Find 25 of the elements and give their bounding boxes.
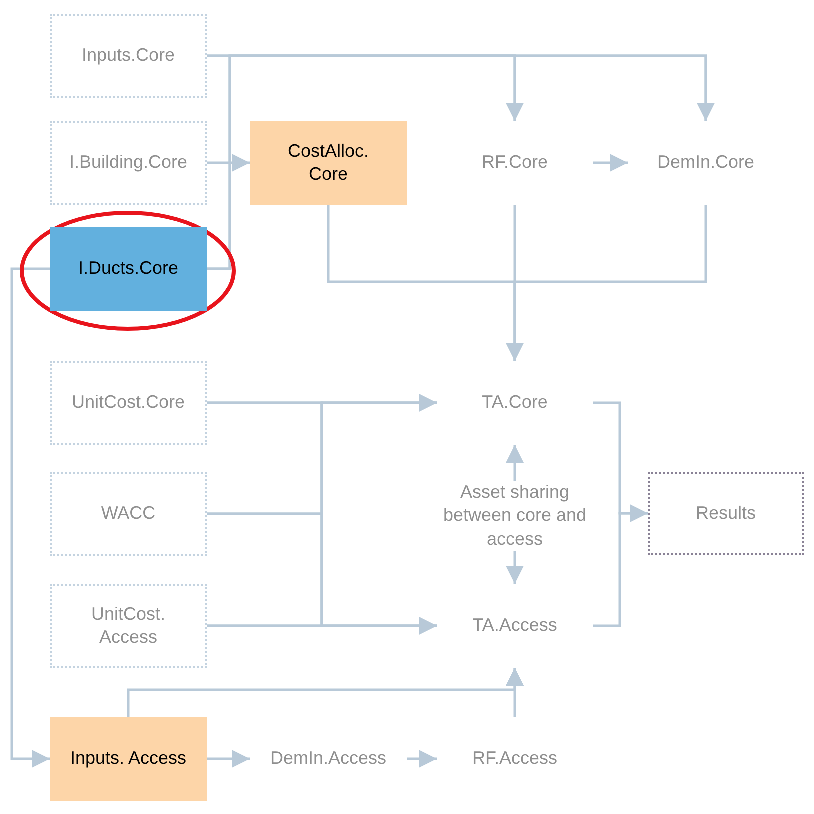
arrow (207, 54, 715, 270)
process-box: Inputs. Access (50, 717, 207, 801)
arrow (207, 154, 250, 172)
process-box: I.Ducts.Core (50, 227, 207, 311)
arrow (207, 750, 250, 768)
process-label: TA.Core (437, 361, 593, 445)
process-box: UnitCost.Core (50, 361, 207, 445)
process-box: Inputs.Core (50, 14, 207, 98)
arrow (593, 154, 628, 172)
arrow (593, 504, 648, 628)
process-label: TA.Access (437, 584, 593, 668)
process-box: Results (648, 472, 804, 555)
arrow (10, 268, 50, 768)
process-label: DemIn.Core (628, 121, 784, 205)
process-box: I.Building.Core (50, 121, 207, 205)
arrow (506, 205, 708, 361)
process-label: RF.Access (437, 717, 593, 801)
process-label: DemIn.Access (250, 717, 407, 801)
process-box: UnitCost. Access (50, 584, 207, 668)
process-box: CostAlloc. Core (250, 121, 407, 205)
process-box: WACC (50, 472, 207, 556)
arrow (407, 750, 437, 768)
arrow (207, 617, 437, 635)
arrow (506, 668, 524, 717)
process-label: RF.Core (437, 121, 593, 205)
